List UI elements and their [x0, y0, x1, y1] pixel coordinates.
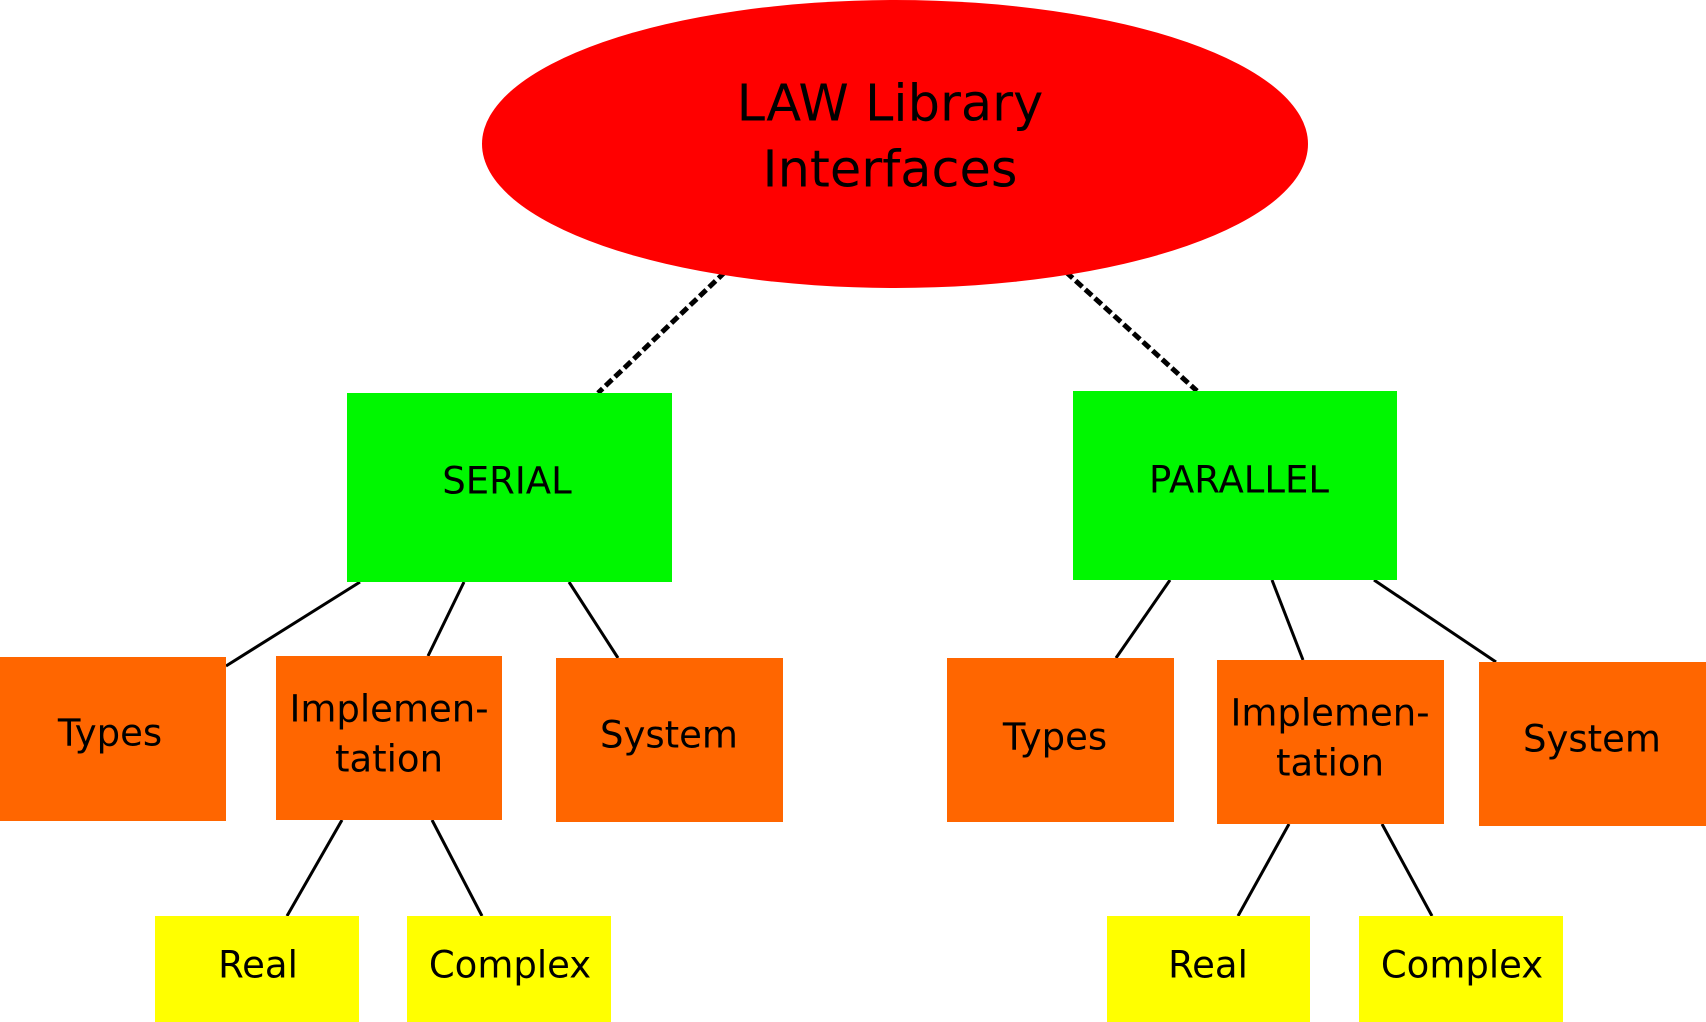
parallel-system-label: System [1523, 718, 1661, 761]
parallel-real-label: Real [1168, 944, 1248, 987]
serial-implementation-label-line1: Implemen- [289, 688, 488, 731]
link-root-to-serial [596, 270, 727, 395]
serial-real-label: Real [218, 944, 298, 987]
parallel-system-box [1479, 662, 1706, 826]
parallel-system-node: System [1479, 662, 1706, 826]
root-node: LAW Library Interfaces [482, 0, 1308, 288]
serial-types-box [0, 657, 226, 821]
serial-implementation-box [276, 656, 502, 820]
parallel-label: PARALLEL [1149, 459, 1329, 502]
link-serial-to-implementation [426, 581, 466, 657]
serial-real-box [155, 916, 359, 1022]
link-serial-implementation-to-real [285, 819, 344, 917]
parallel-types-label: Types [1002, 716, 1107, 759]
parallel-implementation-label-line1: Implemen- [1230, 692, 1429, 735]
parallel-complex-label: Complex [1381, 944, 1543, 987]
link-serial-to-system [567, 581, 620, 659]
parallel-implementation-box [1217, 660, 1444, 824]
parallel-implementation-label-line2: tation [1276, 742, 1384, 785]
serial-node: SERIAL [347, 393, 672, 582]
link-parallel-to-system [1373, 578, 1497, 664]
serial-system-node: System [556, 658, 783, 822]
parallel-box [1073, 391, 1397, 580]
serial-box [347, 393, 672, 582]
parallel-node: PARALLEL [1073, 391, 1397, 580]
serial-system-box [556, 658, 783, 822]
serial-types-label: Types [57, 712, 162, 755]
serial-real-node: Real [155, 916, 359, 1022]
serial-complex-label: Complex [429, 944, 591, 987]
serial-label: SERIAL [442, 460, 572, 503]
parallel-real-node: Real [1107, 916, 1310, 1022]
serial-system-label: System [600, 714, 738, 757]
serial-implementation-label-line2: tation [335, 738, 443, 781]
link-parallel-implementation-to-real [1236, 823, 1291, 917]
serial-types-node: Types [0, 657, 226, 821]
parallel-types-node: Types [947, 658, 1174, 822]
parallel-implementation-node: Implemen- tation [1217, 660, 1444, 824]
parallel-complex-box [1359, 916, 1563, 1022]
root-ellipse [482, 0, 1308, 288]
link-parallel-implementation-to-complex [1380, 823, 1434, 917]
link-parallel-to-types [1114, 579, 1172, 659]
link-serial-to-types [225, 580, 361, 668]
link-root-to-parallel [1064, 270, 1199, 393]
link-serial-implementation-to-complex [430, 819, 484, 917]
link-parallel-to-implementation [1270, 579, 1305, 661]
parallel-complex-node: Complex [1359, 916, 1563, 1022]
serial-implementation-node: Implemen- tation [276, 656, 502, 820]
root-title-line1: LAW Library [737, 75, 1044, 134]
serial-complex-box [407, 916, 611, 1022]
parallel-real-box [1107, 916, 1310, 1022]
root-title-line2: Interfaces [763, 141, 1018, 200]
serial-complex-node: Complex [407, 916, 611, 1022]
parallel-types-box [947, 658, 1174, 822]
